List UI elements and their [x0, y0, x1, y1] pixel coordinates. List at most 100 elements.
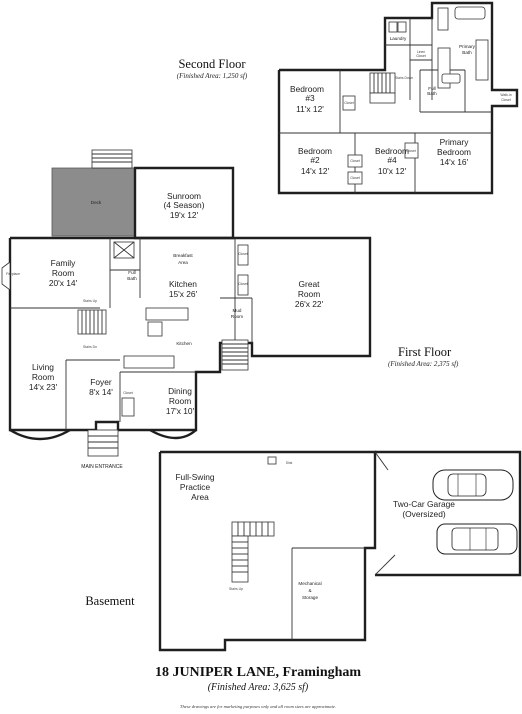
kitchen-island	[145, 307, 189, 321]
linen-closet-label-2: Closet	[416, 54, 426, 58]
great-room-closet	[237, 274, 249, 296]
chimney-x	[113, 241, 135, 259]
shower	[437, 7, 449, 31]
linen-closet-label: Linen	[417, 50, 425, 54]
full-bath-label-2: Bath	[127, 276, 137, 281]
full-bath-label: Full	[428, 86, 435, 91]
stairs-down-label: Stairs Down	[395, 76, 413, 80]
dining-bay-window	[149, 428, 197, 440]
stairs-down-label: Stairs Dn	[83, 345, 97, 349]
family-room-label-2: Room	[52, 268, 74, 278]
laundry-label: Laundry	[390, 36, 407, 41]
bedroom-4-dimensions: 10'x 12'	[378, 166, 407, 176]
main-entrance-label: MAIN ENTRANCE	[81, 464, 123, 470]
closet-box	[404, 142, 419, 159]
dining-room-label: Dining	[168, 386, 192, 396]
fireplace	[1, 261, 11, 291]
second-floor-stairs	[369, 72, 396, 104]
washer	[388, 21, 398, 33]
closet-label: Closet	[350, 176, 360, 180]
closet-label: Closet	[238, 282, 248, 286]
great-room-label-2: Room	[298, 289, 320, 299]
kitchen-label-2: Kitchen	[176, 341, 192, 346]
primary-bedroom-label-2: Bedroom	[437, 147, 471, 157]
living-room-dimensions: 14'x 23'	[29, 382, 58, 392]
bathtub	[441, 73, 461, 84]
closet-label: Closet	[350, 159, 360, 163]
stairs-up-label: Stairs Up	[229, 587, 243, 591]
property-title: 18 JUNIPER LANE, Framingham	[155, 665, 361, 680]
garage-door-swing	[374, 554, 396, 576]
mechanical-label: Mechanical	[298, 581, 321, 586]
practice-area-label-3: Area	[191, 492, 209, 502]
storage-label: Storage	[302, 595, 319, 600]
dining-room-dimensions: 17'x 10'	[166, 406, 195, 416]
dining-room-label-2: Room	[169, 396, 191, 406]
kitchen-range	[147, 321, 163, 337]
primary-bedroom-label: Primary	[440, 137, 470, 147]
fireplace-label: Fireplace	[6, 272, 20, 276]
bedroom-2-number: #2	[310, 155, 320, 165]
closet-label: Closet	[406, 149, 416, 153]
sink-label: Sink	[286, 461, 293, 465]
dryer	[397, 21, 407, 33]
foyer-closet	[121, 397, 135, 417]
basement-title: Basement	[85, 594, 135, 608]
first-floor-stairs-down	[221, 339, 249, 371]
kitchen-counter	[123, 355, 175, 369]
living-room-label: Living	[32, 362, 54, 372]
walkin-closet-label-2: Closet	[501, 98, 511, 102]
garage-door-swing	[374, 451, 389, 471]
closet-box	[342, 95, 356, 111]
family-room-dimensions: 20'x 14'	[49, 278, 78, 288]
first-floor-title: First Floor	[398, 345, 452, 359]
great-room-closet	[237, 244, 249, 266]
foyer-label: Foyer	[90, 377, 112, 387]
kitchen-label: Kitchen	[169, 279, 197, 289]
primary-bath-label-2: Bath	[462, 50, 472, 55]
bedroom-2-dimensions: 14'x 12'	[301, 166, 330, 176]
deck-label: Deck	[91, 200, 102, 205]
second-floor-title: Second Floor	[178, 57, 246, 71]
closet-box	[347, 154, 363, 168]
closet-label: Closet	[238, 252, 248, 256]
closet-label: Closet	[123, 391, 133, 395]
deck-stairs	[91, 149, 133, 169]
breakfast-area-label: Breakfast	[173, 253, 193, 258]
living-room-label-2: Room	[32, 372, 54, 382]
sink	[267, 456, 277, 465]
walkin-closet-label: Walk-in	[500, 93, 511, 97]
basement-walls	[158, 450, 377, 652]
sunroom-dimensions: 19'x 12'	[170, 210, 199, 220]
bathtub	[454, 6, 486, 20]
kitchen-dimensions: 15'x 26'	[169, 289, 198, 299]
breakfast-area-label-2: Area	[178, 260, 188, 265]
mechanical-amp: &	[308, 588, 311, 593]
full-bath-label: Full	[128, 270, 135, 275]
primary-bath-label: Primary	[459, 44, 476, 49]
second-floor: Second Floor (Finished Area: 1,250 sf)	[177, 1, 519, 195]
mud-room-label-2: Room	[231, 314, 243, 319]
foyer-dimensions: 8'x 14'	[89, 387, 113, 397]
practice-area-label: Full-Swing	[175, 472, 214, 482]
first-floor-stairs-up	[77, 309, 107, 335]
first-floor: Deck Sunroom (4 Season) 19'x 12' Firepla…	[1, 149, 459, 470]
bedroom-2-label: Bedroom	[298, 146, 332, 156]
first-floor-area: (Finished Area: 2,375 sf)	[388, 360, 459, 368]
bedroom-3-number: #3	[305, 93, 315, 103]
basement-stairs	[231, 521, 275, 583]
second-floor-area: (Finished Area: 1,250 sf)	[177, 72, 248, 80]
main-entrance-steps	[87, 429, 119, 457]
sunroom-season: (4 Season)	[164, 200, 205, 210]
great-room-dimensions: 26'x 22'	[295, 299, 324, 309]
vanity	[475, 39, 489, 81]
car-icon	[432, 469, 514, 501]
garage-note: (Oversized)	[402, 509, 445, 519]
basement: Sink Stairs Up Full-Swing Pr	[85, 450, 522, 652]
practice-area-label-2: Practice	[180, 482, 211, 492]
living-bay-window	[9, 428, 71, 441]
garage-label: Two-Car Garage	[393, 499, 455, 509]
family-room-label: Family	[51, 258, 76, 268]
bedroom-3-label: Bedroom	[290, 84, 324, 94]
